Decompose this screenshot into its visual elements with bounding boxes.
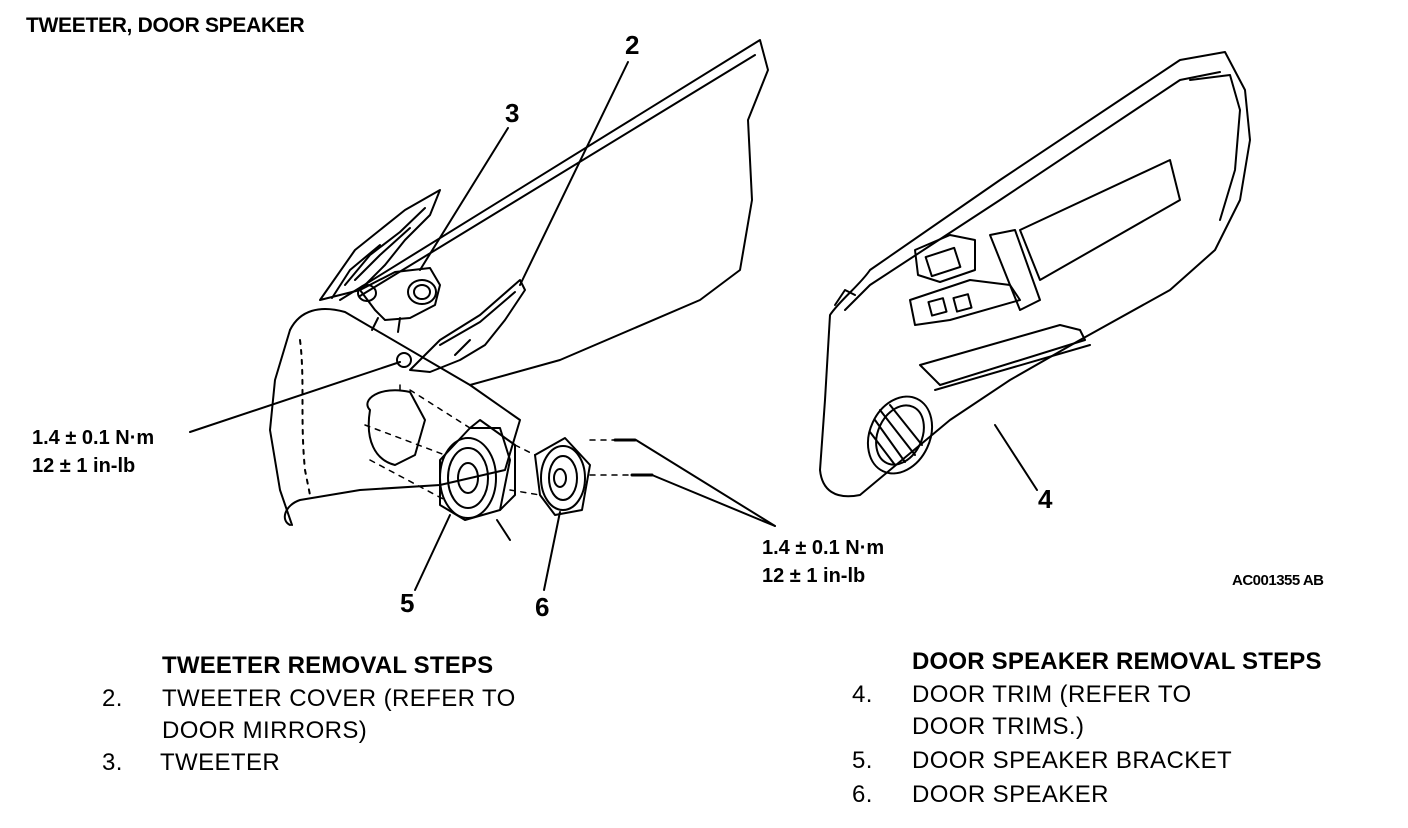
tweeter-step-3-num: 3. — [102, 749, 123, 776]
callout-5: 5 — [400, 588, 415, 618]
speaker-step-4-line2: DOOR TRIMS.) — [912, 713, 1085, 740]
screws — [613, 438, 654, 477]
torque-left-metric: 1.4 ± 0.1 N·m — [32, 427, 155, 449]
leader-lines-left — [189, 61, 776, 591]
speaker-bracket-part — [439, 419, 516, 541]
speaker-step-6-line1: DOOR SPEAKER — [912, 781, 1109, 808]
speaker-steps-heading: DOOR SPEAKER REMOVAL STEPS — [912, 648, 1322, 675]
tweeter-part — [357, 267, 441, 333]
torque-spec-right: 1.4 ± 0.1 N·m 12 ± 1 in-lb — [762, 534, 884, 590]
figure-code: AC001355 AB — [1232, 572, 1324, 589]
mirror-corner-bracket — [319, 189, 441, 301]
tweeter-step-2-line2: DOOR MIRRORS) — [162, 717, 368, 744]
diagram-title: TWEETER, DOOR SPEAKER — [26, 14, 305, 37]
door-frame — [269, 39, 769, 526]
speaker-step-6-num: 6. — [852, 781, 873, 808]
torque-right-metric: 1.4 ± 0.1 N·m — [762, 537, 885, 559]
speaker-step-5-line1: DOOR SPEAKER BRACKET — [912, 747, 1233, 774]
tweeter-steps-heading: TWEETER REMOVAL STEPS — [162, 652, 494, 679]
tweeter-step-2-line1: TWEETER COVER (REFER TO — [162, 685, 516, 712]
tweeter-step-3-line1: TWEETER — [160, 749, 281, 776]
callout-6: 6 — [535, 592, 550, 622]
callout-4: 4 — [1038, 484, 1053, 514]
torque-right-imperial: 12 ± 1 in-lb — [762, 565, 866, 587]
door-speaker-part — [534, 437, 591, 516]
torque-spec-left: 1.4 ± 0.1 N·m 12 ± 1 in-lb — [32, 424, 154, 480]
speaker-step-5-num: 5. — [852, 747, 873, 774]
callout-3: 3 — [505, 98, 520, 128]
door-trim-panel — [819, 51, 1251, 498]
tweeter-cover-part — [396, 279, 526, 373]
speaker-step-4-num: 4. — [852, 681, 873, 708]
tweeter-step-2-num: 2. — [102, 685, 123, 712]
callout-2: 2 — [625, 30, 640, 60]
torque-left-imperial: 12 ± 1 in-lb — [32, 455, 136, 477]
speaker-step-4-line1: DOOR TRIM (REFER TO — [912, 681, 1192, 708]
assembly-lines — [364, 384, 633, 501]
